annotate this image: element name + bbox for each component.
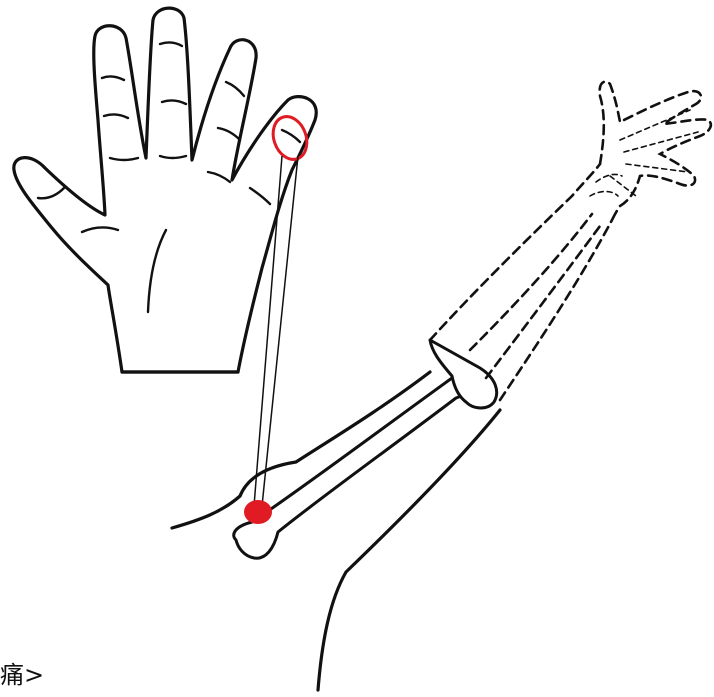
- middle-crease-lower: [162, 100, 186, 104]
- little-crease-upper: [282, 130, 300, 142]
- index-crease-upper: [102, 76, 124, 80]
- middle-crease-upper: [160, 42, 182, 46]
- dashed-arm-inner-bone: [470, 214, 592, 350]
- caption-label: 痛>: [0, 660, 44, 690]
- little-crease-base: [250, 188, 270, 204]
- hand-outline: [14, 8, 316, 372]
- index-crease-base: [110, 158, 138, 160]
- index-crease-lower: [104, 114, 128, 118]
- dashed-hand-bones: [610, 110, 698, 196]
- thumb-crease: [38, 188, 64, 198]
- finger-marker-ring: [267, 112, 312, 164]
- dashed-arm-lower-edge: [500, 220, 612, 400]
- forearm-bottom-contour: [318, 410, 500, 690]
- dashed-wrist-bones: [590, 174, 622, 196]
- dashed-arm-upper-edge: [430, 164, 600, 340]
- palm-crease-thenar: [82, 227, 118, 232]
- ring-crease-base: [208, 172, 230, 182]
- middle-crease-base: [160, 156, 186, 158]
- palm-crease-radial: [148, 230, 166, 312]
- forearm-marker-dot: [244, 500, 272, 524]
- dashed-hand-outline: [600, 82, 711, 220]
- dashed-arm: [430, 82, 711, 400]
- ring-crease-lower: [218, 128, 240, 140]
- ring-crease-upper: [226, 82, 244, 96]
- forearm-lower-contour: [172, 496, 240, 528]
- forearm: [172, 340, 500, 690]
- dashed-arm-inner-bone-2: [486, 226, 600, 378]
- open-hand: [14, 8, 316, 372]
- ulna-bone: [234, 375, 469, 558]
